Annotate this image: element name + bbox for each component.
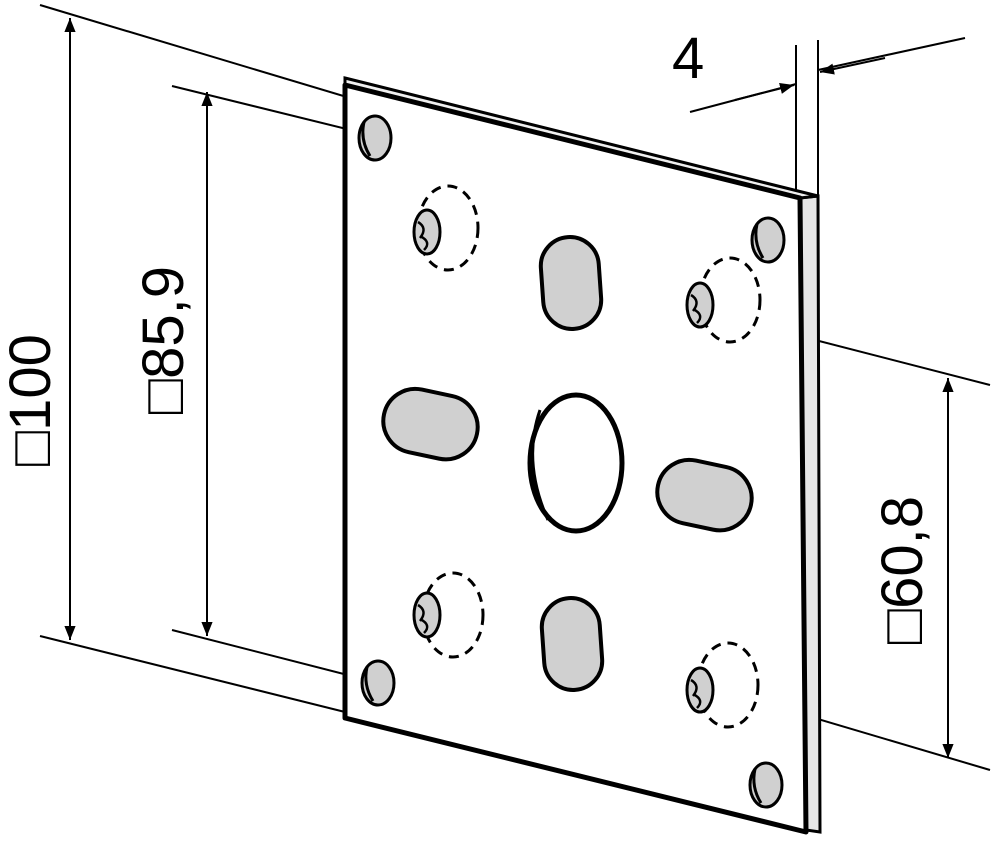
threaded-hole-lower-left xyxy=(412,571,485,659)
dimension-arrows xyxy=(64,18,954,758)
square-symbol: □ xyxy=(131,379,196,414)
svg-text:□85,9: □85,9 xyxy=(131,266,196,414)
outer-square-dimension: □100 xyxy=(0,334,63,466)
threaded-holes xyxy=(412,184,762,729)
svg-text:□60,8: □60,8 xyxy=(870,496,935,644)
svg-text:□100: □100 xyxy=(0,334,63,466)
slots xyxy=(381,235,754,692)
inner-square-dimension: □60,8 xyxy=(870,496,935,644)
corner-hole-bottom-right xyxy=(748,761,784,809)
corner-hole-top-left xyxy=(357,114,393,162)
inner-square-label: 60,8 xyxy=(870,496,935,609)
square-symbol: □ xyxy=(870,609,935,644)
threaded-hole-lower-right xyxy=(685,641,760,729)
corner-holes xyxy=(357,114,786,809)
center-bore xyxy=(527,392,625,534)
threaded-hole-upper-left xyxy=(412,184,480,272)
corner-hole-top-right xyxy=(750,216,786,264)
square-symbol: □ xyxy=(0,431,63,466)
slot-bottom xyxy=(539,596,605,692)
corner-hole-bottom-left xyxy=(360,659,396,707)
hole-square-dimension: □85,9 xyxy=(131,266,196,414)
slot-left xyxy=(381,386,480,462)
threaded-hole-upper-right xyxy=(685,256,762,344)
slot-right xyxy=(655,457,754,533)
outer-square-label: 100 xyxy=(0,334,63,431)
thickness-label: 4 xyxy=(672,26,704,91)
slot-top xyxy=(538,235,604,331)
hole-square-label: 85,9 xyxy=(131,266,196,379)
